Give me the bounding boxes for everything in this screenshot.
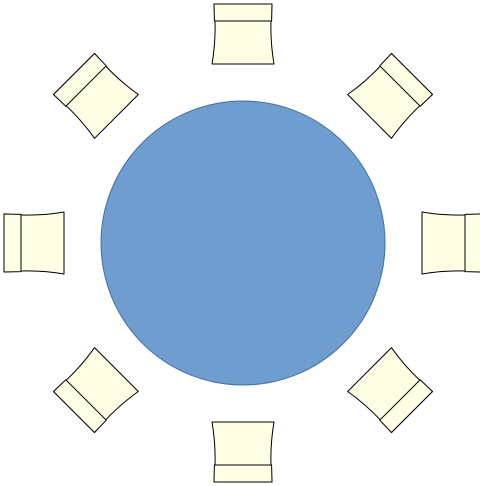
chair-top[interactable]: [212, 4, 274, 64]
chair-left[interactable]: [4, 212, 64, 274]
chair-top-right[interactable]: [348, 52, 434, 138]
chair-top-left[interactable]: [52, 52, 138, 138]
chair-bottom[interactable]: [212, 422, 274, 482]
chair-backrest: [4, 214, 21, 272]
chair-backrest: [214, 4, 272, 21]
chair-backrest: [214, 465, 272, 482]
chair-bottom-right[interactable]: [348, 348, 434, 434]
chair-bottom-left[interactable]: [52, 348, 138, 434]
chair-right[interactable]: [422, 212, 480, 274]
round-table[interactable]: [101, 101, 385, 385]
chair-backrest: [465, 214, 480, 272]
